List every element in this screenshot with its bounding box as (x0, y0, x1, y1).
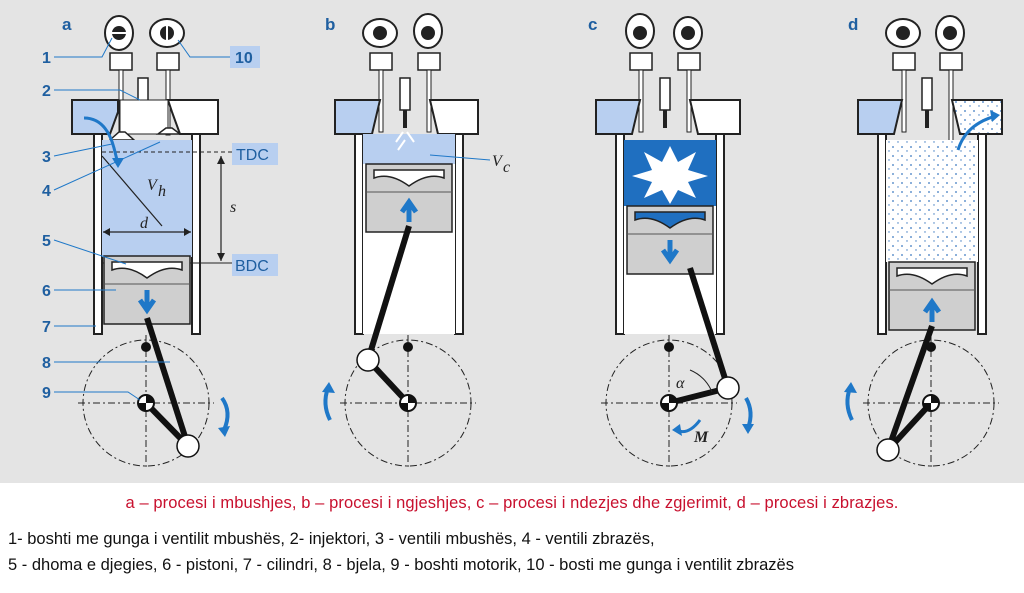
displacement-subscript: h (158, 183, 166, 200)
bore-symbol: d (140, 215, 149, 232)
exhaust-gas (886, 140, 978, 262)
panel-a: a (42, 15, 278, 470)
legend-line-1: 1- boshti me gunga i ventilit mbushës, 2… (8, 530, 655, 548)
bdc-marker: BDC (235, 258, 269, 275)
panel-label-a: a (62, 15, 72, 34)
crank-angle-symbol: α (676, 375, 685, 392)
exhaust-valve (155, 127, 183, 135)
figure-caption: a – procesi i mbushjes, b – procesi i ng… (125, 494, 899, 512)
connecting-rod-b (365, 225, 412, 361)
panel-label-b: b (325, 15, 335, 34)
explosion-burst (632, 146, 708, 204)
panel-label-c: c (588, 15, 597, 34)
part-number-5: 5 (42, 233, 51, 250)
part-number-10: 10 (235, 50, 253, 67)
panel-b: b V c (322, 13, 510, 470)
clearance-volume-symbol: V (492, 153, 504, 170)
connecting-rod-d (885, 324, 935, 452)
connecting-rod-c (687, 267, 731, 389)
panel-label-d: d (848, 15, 858, 34)
diagram-area: a (0, 0, 1024, 483)
piston-c (626, 205, 714, 275)
exhaust-camshaft (149, 18, 185, 48)
part-number-1: 1 (42, 50, 51, 67)
compressed-charge (363, 134, 455, 164)
engine-cycle-diagram: a (42, 13, 1003, 470)
legend-line-2: 5 - dhoma e djegies, 6 - pistoni, 7 - ci… (8, 556, 794, 574)
panel-c: c α M (588, 13, 754, 470)
tdc-marker: TDC (236, 147, 269, 164)
part-number-2: 2 (42, 83, 51, 100)
part-number-4: 4 (42, 183, 51, 200)
part-number-6: 6 (42, 283, 51, 300)
piston-b (365, 163, 453, 233)
part-number-3: 3 (42, 149, 51, 166)
piston-d (888, 261, 976, 331)
piston-a (103, 255, 191, 325)
clearance-volume-subscript: c (503, 159, 510, 176)
part-number-7: 7 (42, 319, 51, 336)
displacement-symbol: V (147, 177, 159, 194)
connecting-rod-a (144, 317, 191, 447)
torque-symbol: M (693, 429, 709, 446)
stroke-symbol: s (230, 199, 236, 216)
part-number-8: 8 (42, 355, 51, 372)
intake-camshaft (104, 15, 134, 51)
panel-d: d (844, 15, 1003, 470)
part-number-9: 9 (42, 385, 51, 402)
